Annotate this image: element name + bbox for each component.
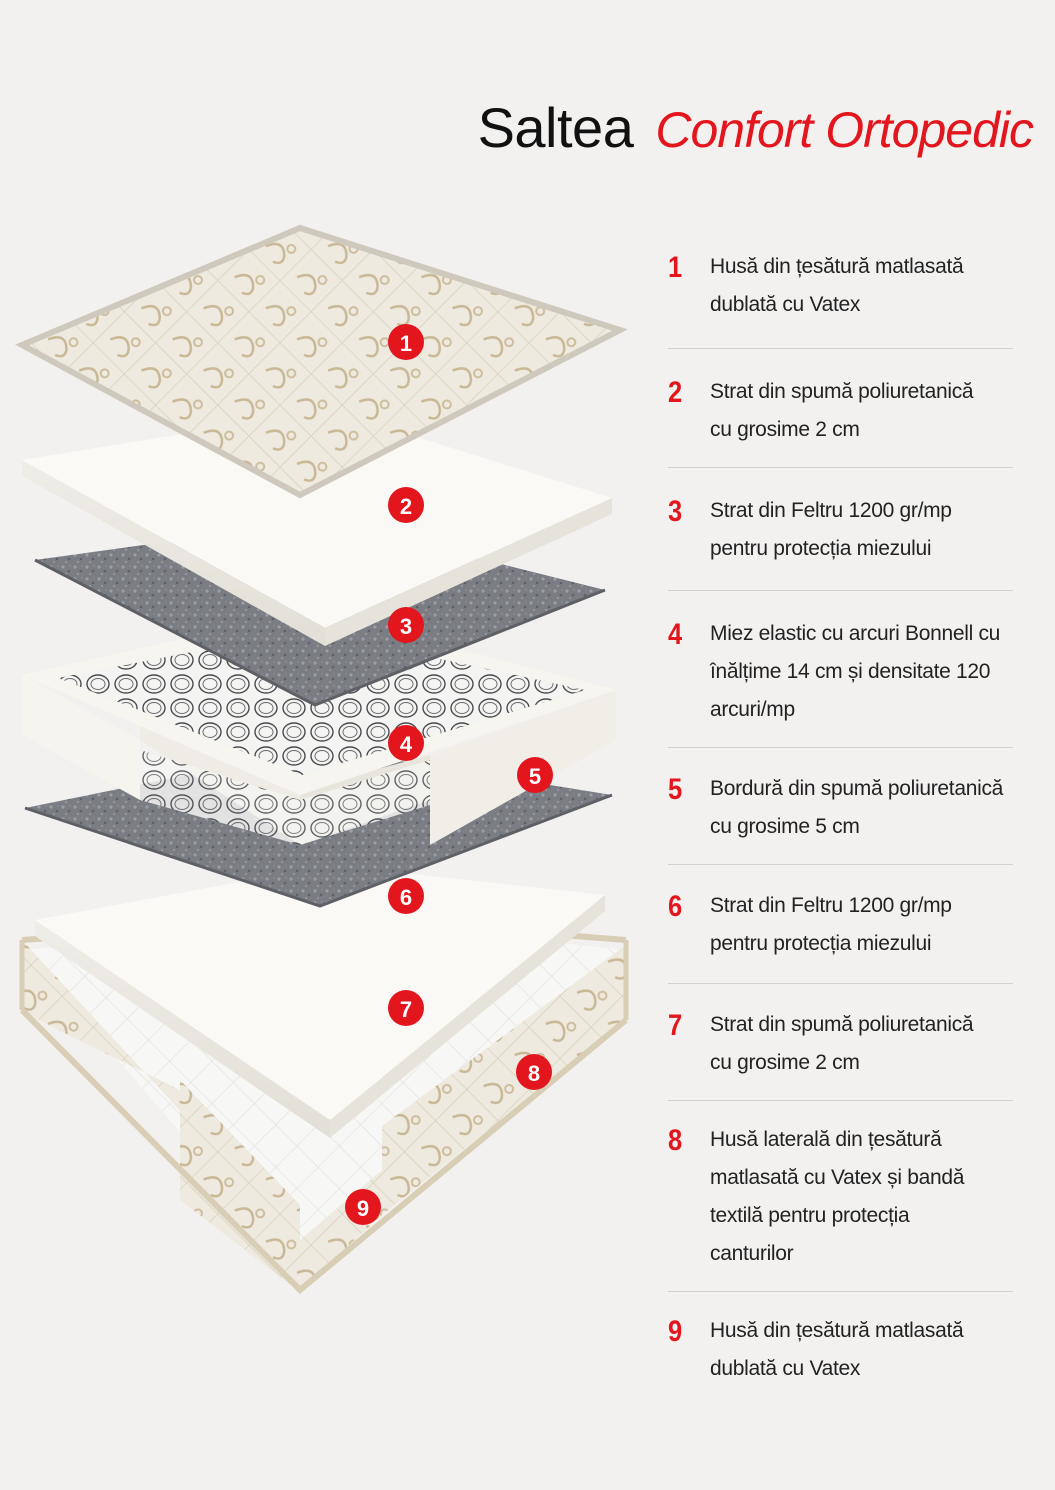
marker-7: 7 [388, 990, 424, 1026]
layer-description: Miez elastic cu arcuri Bonnell cu înălți… [710, 622, 1001, 721]
marker-9: 9 [345, 1189, 381, 1225]
marker-2: 2 [388, 487, 424, 523]
marker-7-label: 7 [400, 997, 412, 1022]
layer-description: Bordură din spumă poliuretanică cu grosi… [710, 777, 1004, 838]
layer-description: Strat din spumă poliuretanică cu grosime… [710, 380, 974, 441]
layer-2-foam [22, 410, 612, 646]
layer-item-6: 6 Strat din Feltru 1200 gr/mp pentru pro… [668, 864, 1013, 983]
layer-description: Strat din Feltru 1200 gr/mp pentru prote… [710, 499, 952, 560]
layer-item-4: 4 Miez elastic cu arcuri Bonnell cu înăl… [668, 590, 1013, 747]
marker-2-label: 2 [400, 494, 412, 519]
mattress-exploded-diagram: 1 2 3 4 5 6 7 8 9 [15, 224, 629, 1295]
marker-6: 6 [388, 878, 424, 914]
layer-number: 8 [668, 1124, 683, 1157]
marker-3-label: 3 [400, 614, 412, 639]
marker-1: 1 [388, 324, 424, 360]
layer-7-foam [35, 865, 605, 1138]
layer-item-1: 1 Husă din țesătură matlasată dublată cu… [668, 230, 1013, 348]
layer-number: 1 [668, 251, 683, 284]
marker-5: 5 [517, 757, 553, 793]
layer-description: Husă din țesătură matlasată dublată cu V… [710, 1319, 964, 1380]
title-accent: Confort Ortopedic [655, 102, 1034, 158]
marker-9-label: 9 [357, 1196, 369, 1221]
layer-item-2: 2 Strat din spumă poliuretanică cu grosi… [668, 348, 1013, 467]
layer-description: Strat din spumă poliuretanică cu grosime… [710, 1013, 974, 1074]
layer-item-7: 7 Strat din spumă poliuretanică cu grosi… [668, 983, 1013, 1100]
layer-description: Husă din țesătură matlasată dublată cu V… [710, 255, 964, 316]
layer-number: 9 [668, 1315, 683, 1348]
layer-number: 3 [668, 495, 683, 528]
layer-number: 4 [668, 618, 683, 651]
layer-item-8: 8 Husă laterală din țesătură matlasată c… [668, 1100, 1013, 1291]
marker-4-label: 4 [400, 732, 413, 757]
layer-number: 5 [668, 773, 683, 806]
marker-5-label: 5 [529, 764, 541, 789]
layer-1-top-cover [15, 224, 628, 499]
layer-number: 2 [668, 376, 683, 409]
marker-1-label: 1 [400, 331, 412, 356]
layer-number: 6 [668, 890, 683, 923]
layer-list: 1 Husă din țesătură matlasată dublată cu… [668, 230, 1013, 1388]
marker-8-label: 8 [528, 1061, 540, 1086]
layer-item-3: 3 Strat din Feltru 1200 gr/mp pentru pro… [668, 467, 1013, 590]
layer-item-5: 5 Bordură din spumă poliuretanică cu gro… [668, 747, 1013, 864]
marker-4: 4 [388, 725, 424, 761]
marker-8: 8 [516, 1054, 552, 1090]
title-main: Saltea [477, 96, 634, 159]
layer-item-9: 9 Husă din țesătură matlasată dublată cu… [668, 1291, 1013, 1388]
layer-number: 7 [668, 1009, 683, 1042]
layer-description: Husă laterală din țesătură matlasată cu … [710, 1128, 965, 1265]
layer-description: Strat din Feltru 1200 gr/mp pentru prote… [710, 894, 952, 955]
marker-6-label: 6 [400, 885, 412, 910]
marker-3: 3 [388, 607, 424, 643]
